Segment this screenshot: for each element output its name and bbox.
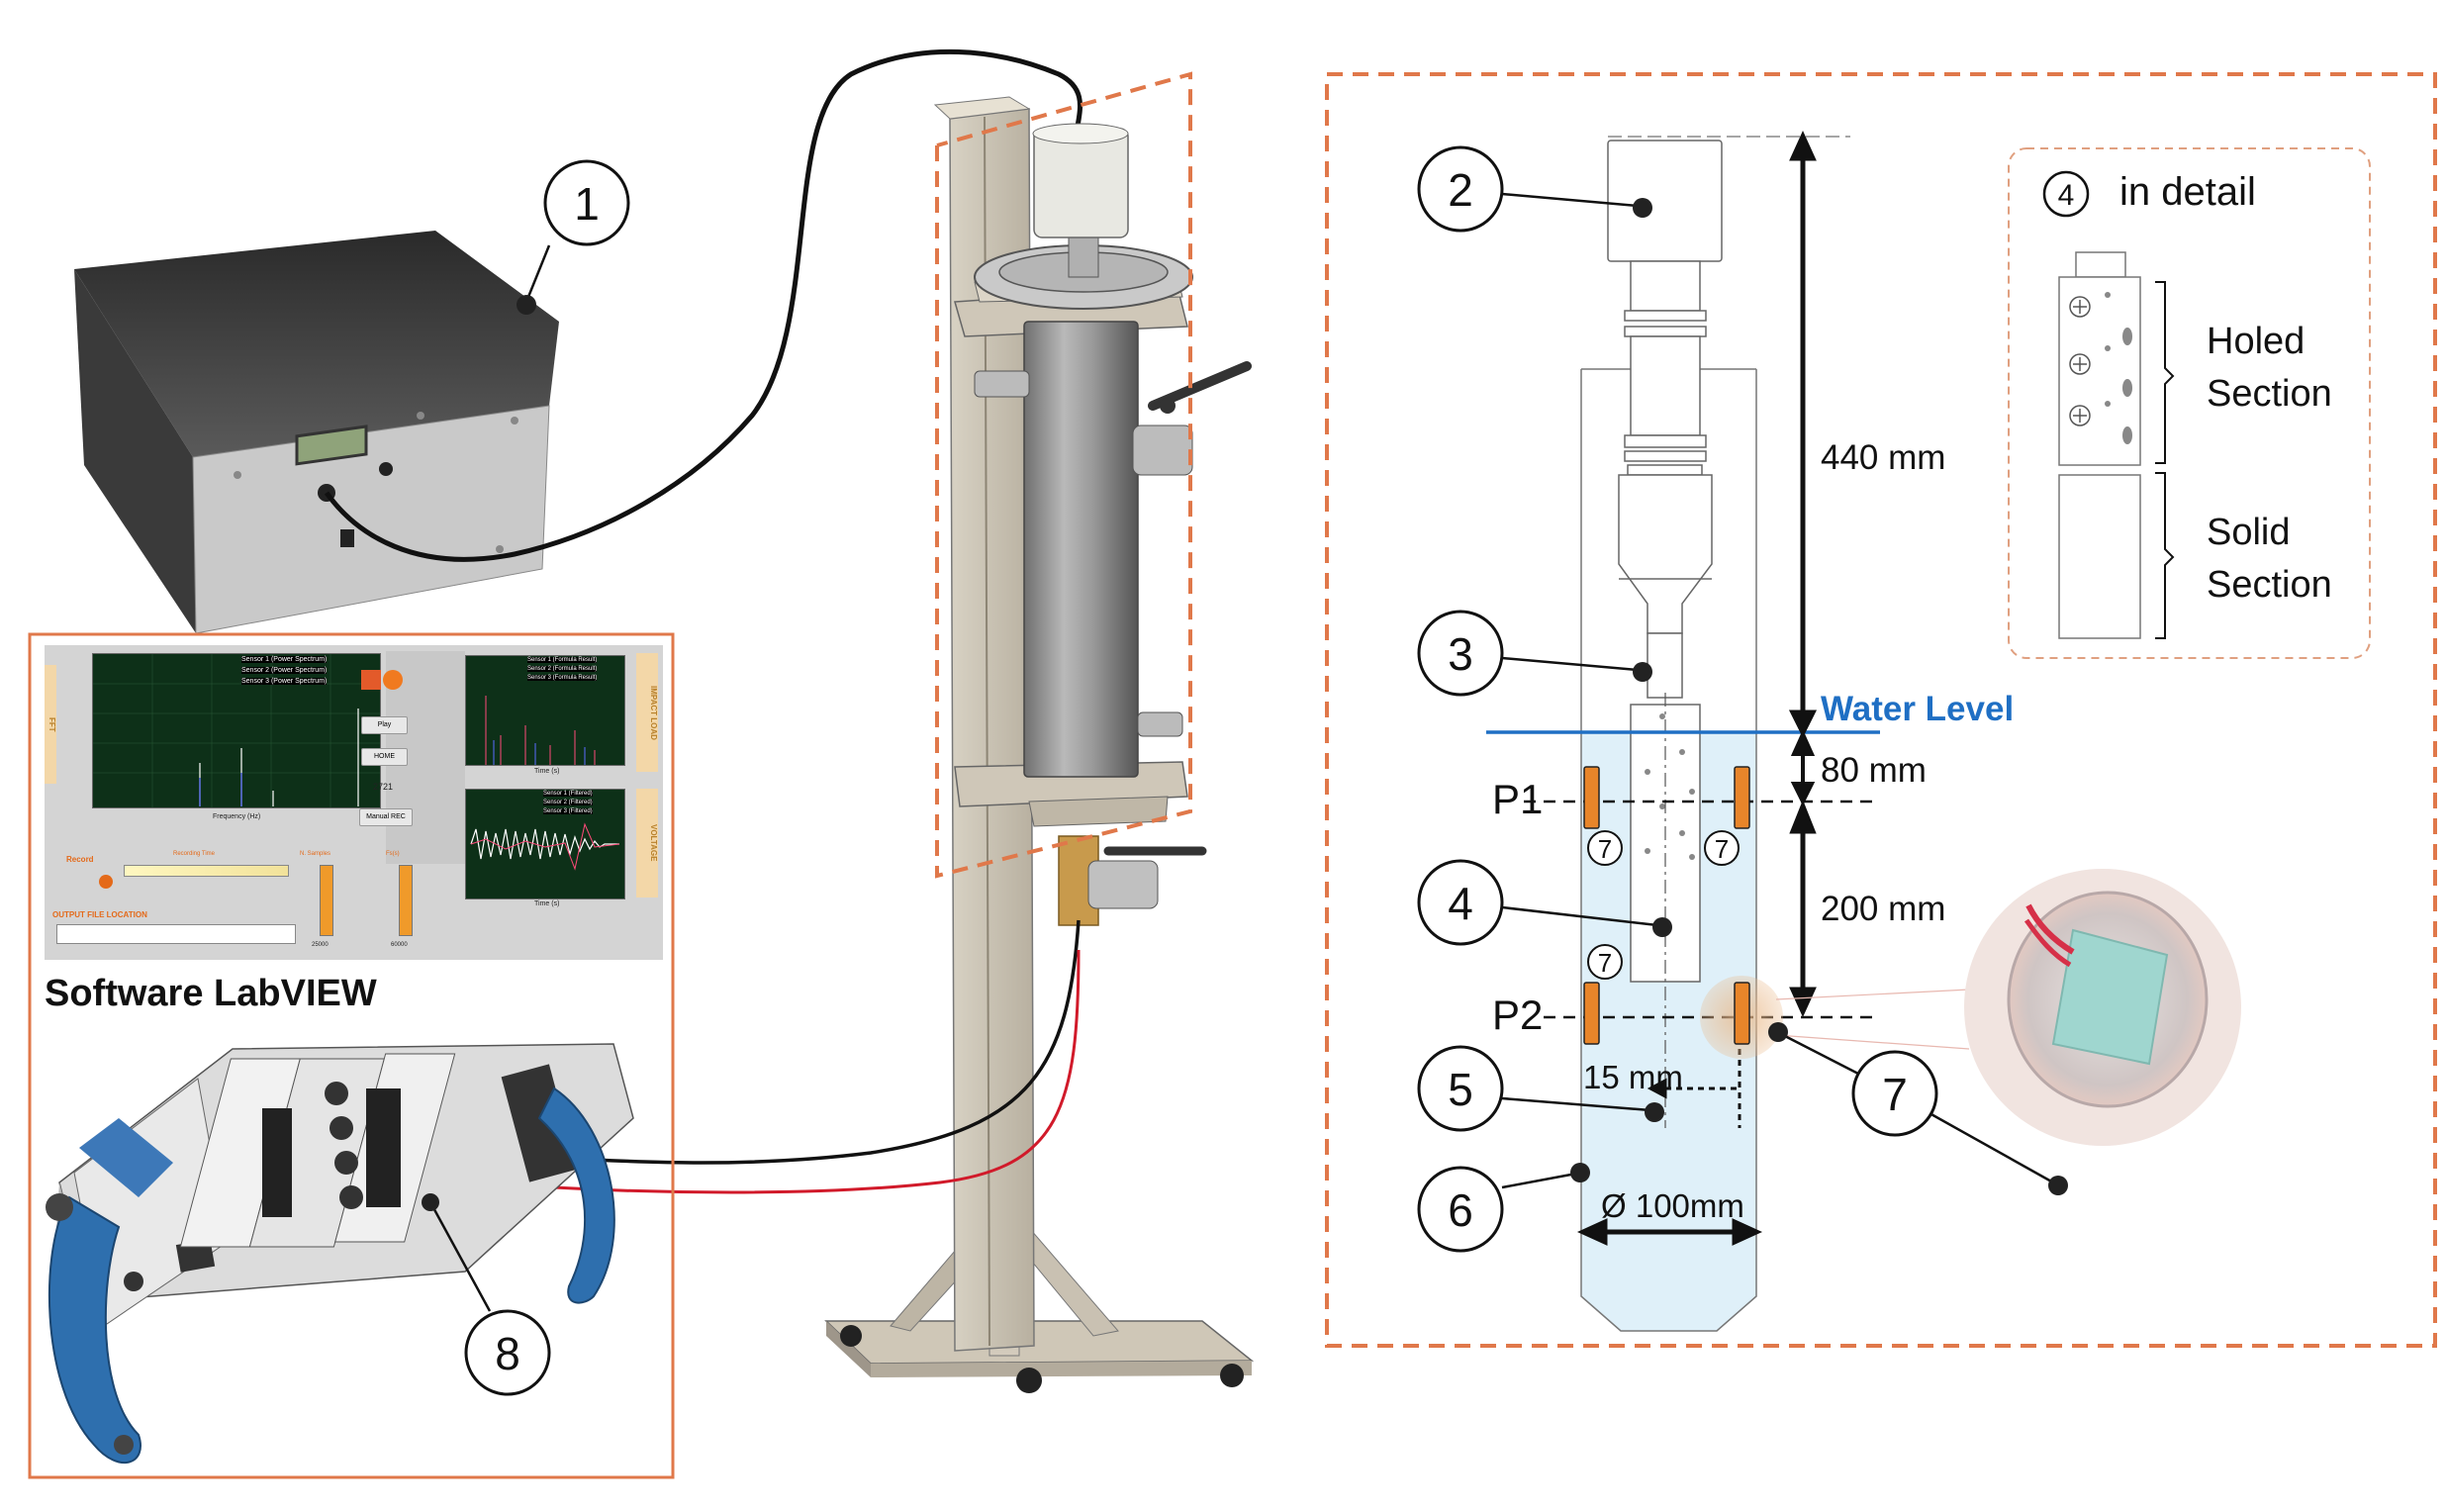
lv-time-slider[interactable]	[124, 865, 289, 877]
daq-hardware	[46, 1043, 634, 1464]
zoom-line-top	[1775, 989, 1970, 1000]
lv-record-button[interactable]	[99, 875, 113, 889]
lv-side-impact: IMPACT LOAD	[636, 653, 658, 772]
dim-diameter-label: Ø 100mm	[1601, 1187, 1744, 1224]
dim-80	[1790, 729, 1816, 806]
lv-plot-voltage: Sensor 1 (Filtered) Sensor 2 (Filtered) …	[465, 789, 625, 899]
lv-legend3-a: Sensor 1 (Filtered)	[543, 791, 593, 797]
lv-output-path[interactable]	[56, 924, 296, 944]
sensor-marks: 7 7 7	[1587, 830, 1740, 980]
p1-label: P1	[1492, 776, 1543, 822]
holed-label-1: Holed	[2207, 321, 2305, 362]
solid-label-2: Section	[2207, 564, 2332, 606]
lv-record-label: Record	[66, 855, 94, 864]
dim-440	[1788, 130, 1818, 738]
p2-label: P2	[1492, 992, 1543, 1038]
lv-recording-time: Recording Time	[173, 851, 216, 857]
callout-8: 8	[422, 1193, 551, 1396]
lv-home-button[interactable]: HOME	[361, 748, 408, 766]
lv-legend2-c: Sensor 3 (Formula Result)	[527, 675, 598, 681]
lv-icon-b	[383, 670, 403, 690]
dim-440-label: 440 mm	[1821, 438, 1945, 477]
detail-title: in detail	[2119, 170, 2256, 214]
black-cable-daq	[416, 919, 1081, 1165]
detail-callout-text: 4	[2058, 179, 2075, 212]
reactor-stand	[824, 96, 1255, 1393]
lv-play-button[interactable]: Play	[361, 716, 408, 734]
sensor-photo	[1964, 869, 2241, 1146]
lv-counter: 2721	[373, 782, 394, 792]
horn-holes	[1645, 713, 1695, 860]
lv-n-samples: N. Samples	[300, 851, 331, 857]
svg-text:7: 7	[1598, 948, 1612, 978]
lv-legend2-b: Sensor 2 (Formula Result)	[527, 666, 598, 672]
callout-3: 3	[1417, 610, 1652, 697]
lv-plot-spectrum: Sensor 1 (Power Spectrum) Sensor 2 (Powe…	[92, 653, 381, 808]
callout-3-text: 3	[1448, 628, 1473, 680]
solid-label-1: Solid	[2207, 512, 2291, 553]
lv-legend1-b: Sensor 2 (Power Spectrum)	[241, 667, 328, 674]
callout-4: 4	[1417, 859, 1672, 946]
detail-box: 4 in detail Holed Section Solid Section	[2008, 147, 2371, 659]
callout-6-text: 6	[1448, 1184, 1473, 1236]
lv-plot-impact: Sensor 1 (Formula Result) Sensor 2 (Form…	[465, 655, 625, 766]
callout-5-text: 5	[1448, 1064, 1473, 1115]
lv-num1: 25000	[312, 942, 329, 948]
signal-cable	[324, 48, 1082, 562]
labview-frame	[28, 632, 675, 1479]
callout-4-text: 4	[1448, 878, 1473, 929]
sensors	[1583, 766, 1750, 1045]
callout-7: 7	[1768, 1022, 2068, 1195]
lv-side-voltage: VOLTAGE	[636, 789, 658, 898]
callout-1: 1	[517, 159, 630, 315]
lv-legend3-c: Sensor 3 (Filtered)	[543, 808, 593, 814]
callout-7-text: 7	[1882, 1069, 1908, 1120]
svg-text:7: 7	[1715, 834, 1729, 864]
dim-15	[1647, 1049, 1741, 1128]
labview-screenshot: FFT Sensor 1 (Power Spectrum) Sensor 2 (…	[45, 645, 663, 960]
lv-legend2-a: Sensor 1 (Formula Result)	[527, 657, 598, 663]
callout-6: 6	[1417, 1163, 1590, 1253]
zoom-line-bottom	[1775, 1034, 1970, 1050]
lv-num2: 60000	[391, 942, 408, 948]
lv-voltage-trace	[470, 822, 620, 871]
callout-2-text: 2	[1448, 164, 1473, 216]
callout-2: 2	[1417, 145, 1652, 233]
software-labview-label: Software LabVIEW	[45, 973, 377, 1014]
sonotrode	[1607, 140, 1723, 983]
lv-side-fft: FFT	[45, 665, 56, 784]
callout-8-text: 8	[495, 1328, 520, 1379]
water-level-label: Water Level	[1821, 690, 2014, 728]
dim-15-label: 15 mm	[1583, 1059, 1683, 1095]
lv-xlabel3: Time (s)	[534, 900, 560, 907]
dim-200	[1789, 800, 1817, 1018]
lv-legend1-a: Sensor 1 (Power Spectrum)	[241, 656, 328, 663]
lv-fs: Fs(s)	[386, 851, 400, 857]
zoom-outline	[935, 71, 2437, 1348]
svg-text:7: 7	[1598, 834, 1612, 864]
lv-samples-bar	[320, 865, 333, 936]
lv-fs-bar	[399, 865, 413, 936]
lv-impact-trace	[485, 696, 596, 765]
lv-legend3-b: Sensor 2 (Filtered)	[543, 800, 593, 805]
dim-80-label: 80 mm	[1821, 751, 1927, 790]
lv-output-label: OUTPUT FILE LOCATION	[52, 910, 147, 919]
lv-manual-rec-button[interactable]: Manual REC	[359, 808, 413, 826]
lv-xlabel2: Time (s)	[534, 768, 560, 775]
lv-xlabel1: Frequency (Hz)	[213, 813, 261, 820]
callout-1-text: 1	[574, 178, 600, 230]
dim-200-label: 200 mm	[1821, 890, 1945, 928]
lv-icon-a	[361, 670, 381, 690]
lv-spectrum-trace	[93, 654, 380, 807]
callout-5: 5	[1417, 1045, 1664, 1132]
power-supply-unit	[74, 231, 559, 634]
red-cable-daq	[415, 949, 1081, 1194]
holed-label-2: Section	[2207, 373, 2332, 415]
dim-diameter	[1576, 1218, 1763, 1246]
lv-legend1-c: Sensor 3 (Power Spectrum)	[241, 678, 328, 685]
